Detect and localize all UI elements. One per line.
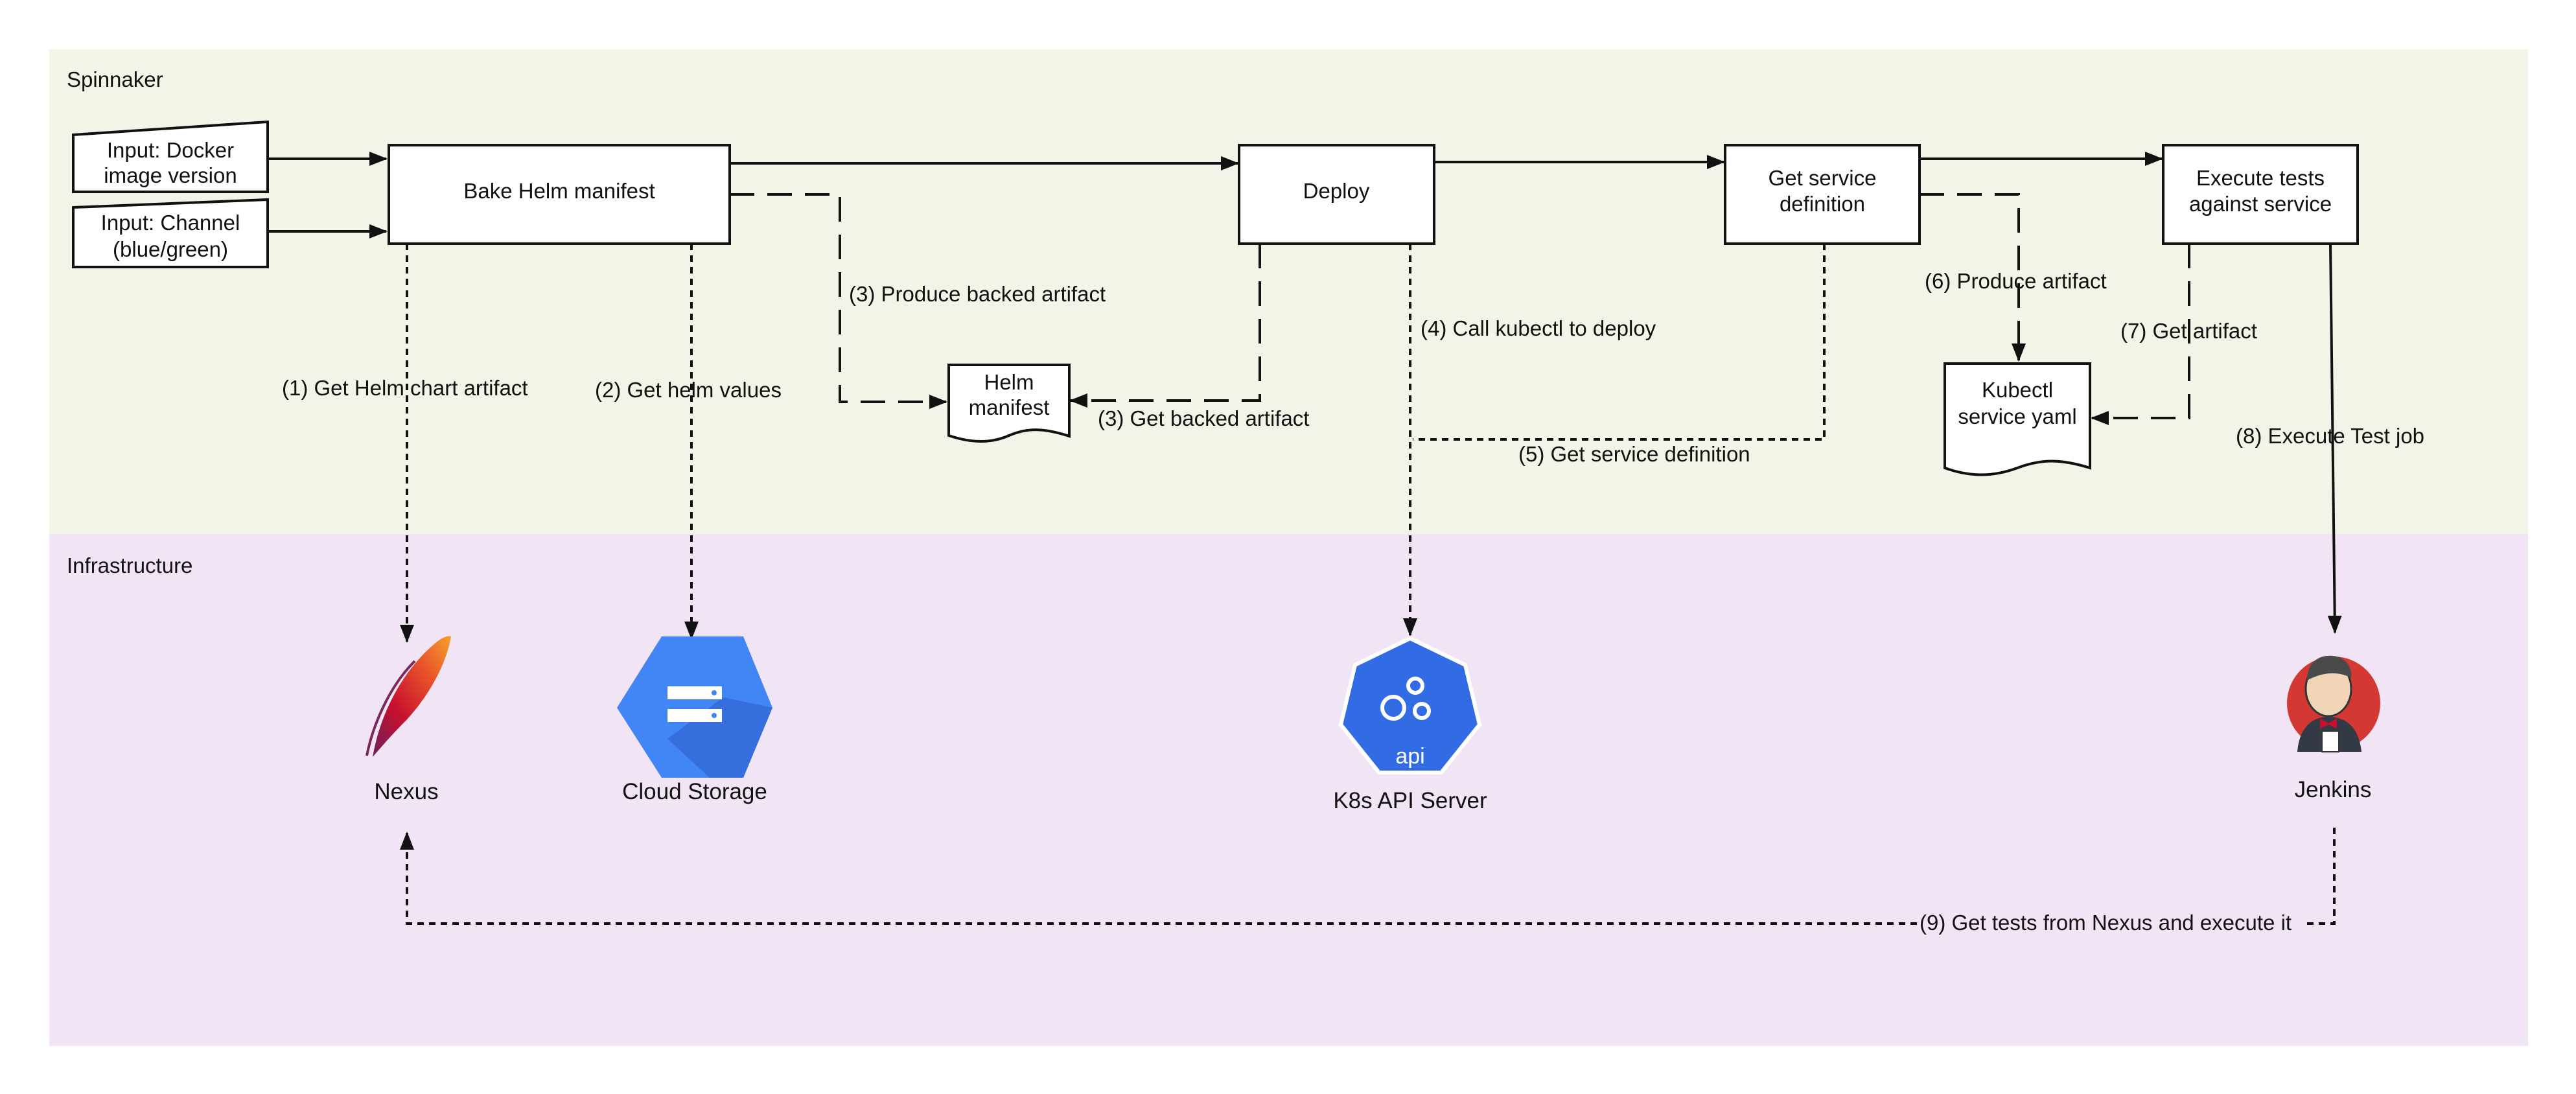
channel-input-shape	[72, 198, 269, 268]
arrow-get-service-produce-yaml	[1920, 193, 2026, 362]
k8s-api-service: api K8s API Server	[1333, 636, 1487, 813]
arrow-deploy-get-helm-manifest	[1069, 244, 1261, 408]
edge-label-produce-artifact: (6) Produce artifact	[1925, 269, 2107, 293]
deploy-label: Deploy	[1303, 179, 1370, 203]
edge-label-get-tests: (9) Get tests from Nexus and execute it	[1920, 911, 2292, 935]
cloud-storage-service: Cloud Storage	[617, 636, 772, 804]
helm-manifest-line2: manifest	[969, 395, 1050, 419]
edge-label-get-artifact: (7) Get artifact	[2120, 319, 2257, 343]
jenkins-napkin	[2321, 730, 2339, 752]
kubernetes-heptagon	[1338, 636, 1482, 774]
deploy-box	[1238, 144, 1435, 245]
spinnaker-lane-title: Spinnaker	[67, 67, 163, 91]
docker-version-input-line2: image version	[104, 163, 237, 187]
execute-tests-line2: against service	[2189, 192, 2332, 216]
kubectl-service-yaml-line1: Kubectl	[1982, 378, 2053, 402]
edge-label-get-service-definition: (5) Get service definition	[1518, 442, 1750, 466]
get-service-definition-box	[1724, 144, 1921, 245]
jenkins-service: Jenkins	[2287, 655, 2380, 802]
jenkins-icon	[2287, 655, 2380, 752]
kubernetes-api-icon: api	[1338, 636, 1482, 774]
gear-small-right	[1413, 702, 1431, 720]
infrastructure-arrows	[400, 244, 2336, 925]
edge-labels: (1) Get Helm chart artifact (2) Get helm…	[282, 269, 2424, 937]
apache-feather-shape	[373, 636, 451, 757]
apache-feather-icon	[366, 636, 451, 757]
cloud-storage-disk-top	[667, 686, 722, 699]
kubectl-service-yaml-document: Kubectl service yaml	[1944, 362, 2091, 476]
docker-version-input: Input: Docker image version	[72, 120, 269, 193]
k8s-api-label: K8s API Server	[1333, 788, 1487, 813]
spinnaker-lane-background	[49, 49, 2528, 534]
edge-label-execute-test-job: (8) Execute Test job	[2236, 424, 2424, 448]
arrow-get-service-definition	[1413, 244, 1826, 441]
edge-label-call-kubectl: (4) Call kubectl to deploy	[1421, 316, 1656, 340]
cloud-storage-disk-bottom	[667, 709, 722, 722]
infrastructure-lane-background	[49, 534, 2528, 1046]
infrastructure-lane-title: Infrastructure	[67, 553, 192, 577]
edge-label-produce-backed: (3) Produce backed artifact	[849, 282, 1106, 306]
helm-manifest-document: Helm manifest	[947, 364, 1071, 443]
bake-helm-manifest-box	[388, 144, 731, 245]
spinnaker-lane: Spinnaker	[49, 49, 2528, 534]
nexus-label: Nexus	[374, 779, 438, 804]
helm-manifest-document-shape	[947, 364, 1071, 443]
helm-manifest-line1: Helm	[984, 370, 1034, 394]
artifact-arrows	[730, 193, 2190, 425]
channel-input-line2: (blue/green)	[113, 237, 228, 261]
edge-label-get-helm-values: (2) Get helm values	[595, 378, 782, 402]
arrow-execute-tests-to-jenkins	[2327, 243, 2342, 634]
channel-input: Input: Channel (blue/green)	[72, 198, 269, 268]
execute-tests-line1: Execute tests	[2196, 166, 2325, 190]
cloud-storage-icon	[617, 636, 772, 778]
bake-helm-manifest-stage: Bake Helm manifest	[388, 144, 731, 245]
gear-small-top	[1406, 677, 1424, 695]
cloud-storage-label: Cloud Storage	[622, 779, 767, 804]
infrastructure-lane: Infrastructure	[49, 534, 2528, 1046]
arrow-jenkins-to-nexus	[400, 828, 2336, 925]
docker-version-input-line1: Input: Docker	[107, 138, 234, 162]
kubectl-service-yaml-line2: service yaml	[1958, 404, 2076, 428]
get-service-definition-line1: Get service	[1769, 166, 1877, 190]
pipeline-flow-arrows	[268, 152, 2342, 634]
jenkins-label: Jenkins	[2295, 777, 2372, 802]
jenkins-bowtie	[2320, 718, 2337, 728]
deploy-stage: Deploy	[1238, 144, 1435, 245]
arrow-bake-produce-helm-manifest	[730, 193, 947, 409]
docker-version-input-shape	[72, 120, 269, 193]
nexus-service: Nexus	[366, 636, 451, 804]
channel-input-line1: Input: Channel	[101, 211, 240, 235]
gear-large	[1380, 695, 1406, 721]
edge-label-get-backed: (3) Get backed artifact	[1098, 406, 1309, 430]
cloud-storage-shadow	[667, 697, 772, 778]
execute-tests-stage: Execute tests against service	[2162, 144, 2359, 245]
get-service-definition-line2: definition	[1780, 192, 1865, 216]
edge-label-get-helm-chart: (1) Get Helm chart artifact	[282, 376, 528, 400]
kubectl-service-yaml-shape	[1944, 362, 2091, 476]
gear-icon	[1380, 677, 1431, 721]
cloud-storage-disk-top-light	[712, 690, 717, 695]
jenkins-hair	[2307, 655, 2352, 681]
edge-label-get-tests-background	[1917, 909, 2303, 937]
bake-helm-manifest-label: Bake Helm manifest	[463, 179, 655, 203]
arrow-execute-tests-get-yaml	[2091, 244, 2190, 425]
execute-tests-box	[2162, 144, 2359, 245]
kubernetes-api-badge: api	[1395, 744, 1424, 769]
get-service-definition-stage: Get service definition	[1724, 144, 1921, 245]
cloud-storage-disk-bottom-light	[712, 713, 717, 718]
apache-feather-quill	[366, 660, 416, 756]
